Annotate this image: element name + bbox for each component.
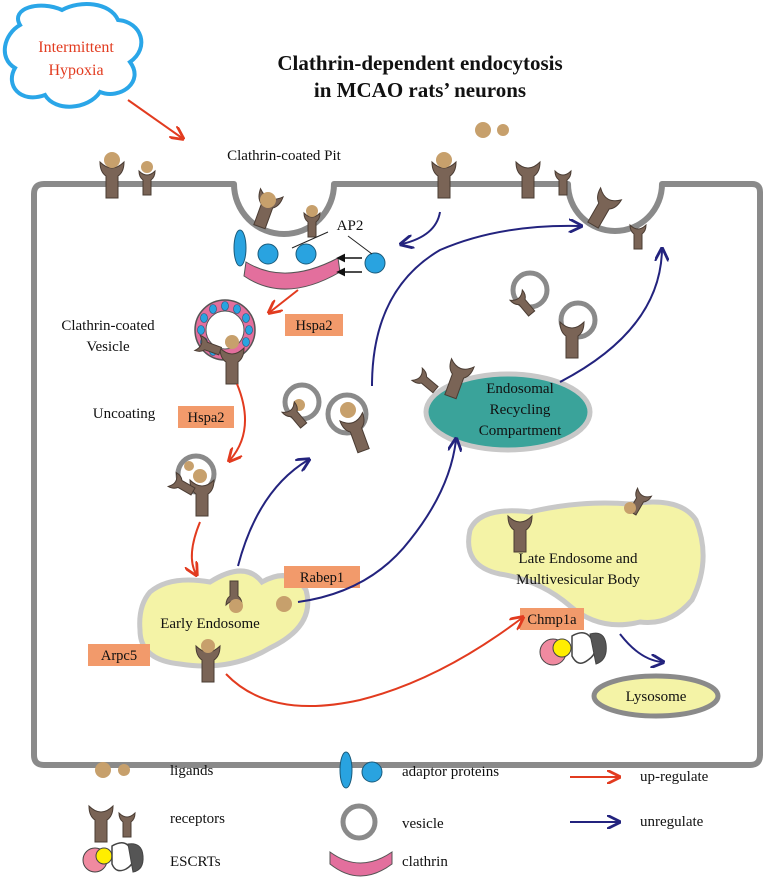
- late-endosome-label-1: Late Endosome and: [518, 551, 638, 567]
- to-early-endosome-arrow: [192, 521, 201, 574]
- uncoated-vesicle: [167, 453, 217, 517]
- legend-receptor-swatch: [88, 805, 114, 843]
- clathrin-coated-pit-label: Clathrin-coated Pit: [227, 148, 342, 164]
- gene-box-rabep1: [284, 566, 360, 588]
- hypoxia-label-2: Hypoxia: [48, 62, 103, 79]
- late-endosome-cargo: [507, 487, 652, 553]
- early-endosome-label: Early Endosome: [160, 616, 260, 632]
- gene-box-chmp1a: [520, 608, 584, 630]
- surface-receptors: [99, 122, 572, 199]
- recycling-label-3: Compartment: [479, 423, 562, 439]
- legend-ligand-swatch: [95, 762, 111, 778]
- legend-clathrin: clathrin: [402, 854, 448, 870]
- vesicle-formation-arrow: [270, 289, 299, 312]
- to-lysosome-arrow: [619, 633, 662, 662]
- clathrin-coated-vesicle-label-2: Vesicle: [86, 339, 130, 355]
- ap2-label: AP2: [337, 218, 364, 234]
- clathrin-coated-pit: [233, 188, 386, 290]
- recycling-label-2: Recycling: [490, 402, 551, 418]
- uncoating-arrow: [230, 383, 246, 460]
- gene-hspa2-vesicle: Hspa2: [295, 318, 332, 334]
- legend-clathrin-swatch: [329, 851, 393, 877]
- gene-box-hspa2-uncoating: [178, 406, 234, 428]
- early-to-recycling-arrow: [297, 440, 456, 603]
- gene-box-hspa2-vesicle: [285, 314, 343, 336]
- early-to-vesicle-arrow: [237, 460, 308, 567]
- gene-rabep1: Rabep1: [300, 570, 344, 586]
- hypoxia-cloud: [2, 2, 144, 109]
- legend-receptors: receptors: [170, 811, 225, 827]
- legend-adaptor-swatch: [339, 751, 353, 789]
- legend-escrts: ESCRTs: [170, 854, 221, 870]
- recycled-receptors-pit: [582, 187, 647, 250]
- fast-recycling-arrow: [371, 226, 580, 387]
- gene-arpc5: Arpc5: [101, 648, 137, 664]
- early-to-late-arrow: [225, 618, 522, 708]
- hypoxia-label-1: Intermittent: [38, 39, 114, 56]
- hypoxia-upregulate-arrow: [127, 99, 182, 138]
- early-endosome: [137, 568, 311, 669]
- recycling-vesicles-right: [509, 270, 598, 359]
- escrt-complex: [539, 632, 607, 666]
- legend-up: up-regulate: [640, 769, 709, 785]
- title-line-1: Clathrin-dependent endocytosis: [277, 51, 562, 75]
- title-line-2: in MCAO rats’ neurons: [314, 78, 526, 102]
- legend-escrt-swatch: [82, 842, 144, 873]
- legend-vesicle-swatch: [340, 803, 378, 841]
- slow-recycling-arrow: [559, 250, 662, 383]
- lysosome: [591, 673, 721, 719]
- clathrin-coated-vesicle-label-1: Clathrin-coated: [61, 318, 155, 334]
- legend-un: unregulate: [640, 814, 704, 830]
- legend-ligands: ligands: [170, 763, 213, 779]
- ligand-binding-arrow: [402, 211, 441, 244]
- late-endosome-label-2: Multivesicular Body: [516, 572, 640, 588]
- cell-membrane: [31, 181, 763, 768]
- legend-adaptor: adaptor proteins: [402, 764, 499, 780]
- gene-chmp1a: Chmp1a: [527, 612, 577, 628]
- late-endosome-mvb: [466, 499, 706, 628]
- lysosome-label: Lysosome: [626, 689, 687, 705]
- gene-hspa2-uncoating: Hspa2: [187, 410, 224, 426]
- uncoating-label: Uncoating: [93, 406, 156, 422]
- early-endosome-cargo: [195, 580, 292, 683]
- gene-box-arpc5: [88, 644, 150, 666]
- clathrin-coated-vesicle: [194, 299, 256, 385]
- legend-vesicle: vesicle: [402, 816, 444, 832]
- endosomal-recycling-compartment: [423, 371, 593, 453]
- legend: ligands receptors ESCRTs adaptor protein…: [82, 751, 709, 877]
- recycling-label-1: Endosomal: [486, 381, 554, 397]
- recycling-vesicles-center: [281, 382, 376, 456]
